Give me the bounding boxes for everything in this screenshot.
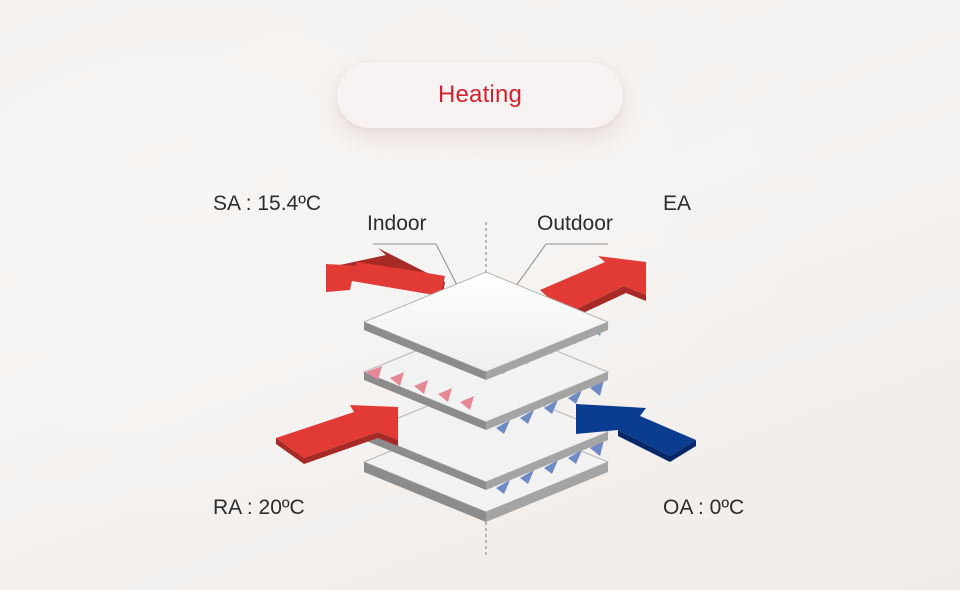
ea-arrow xyxy=(540,256,646,320)
cold-fins-lower xyxy=(496,440,604,494)
oa-arrow xyxy=(576,404,696,462)
cold-fins-mid xyxy=(496,380,604,434)
exchanger-plate-top xyxy=(362,271,610,380)
ea-label: EA xyxy=(663,192,692,215)
mode-label: Heating xyxy=(437,81,523,108)
sa-label: SA : 15.4ºC xyxy=(213,192,322,215)
mode-badge: Heating xyxy=(337,62,623,128)
indoor-label: Indoor xyxy=(367,212,427,235)
warm-fins-mid xyxy=(366,366,474,410)
ra-label: RA : 20ºC xyxy=(213,496,305,519)
ra-arrow xyxy=(276,405,398,464)
sa-arrow xyxy=(326,248,445,298)
outdoor-label: Outdoor xyxy=(537,212,613,235)
oa-label: OA : 0ºC xyxy=(663,496,745,519)
